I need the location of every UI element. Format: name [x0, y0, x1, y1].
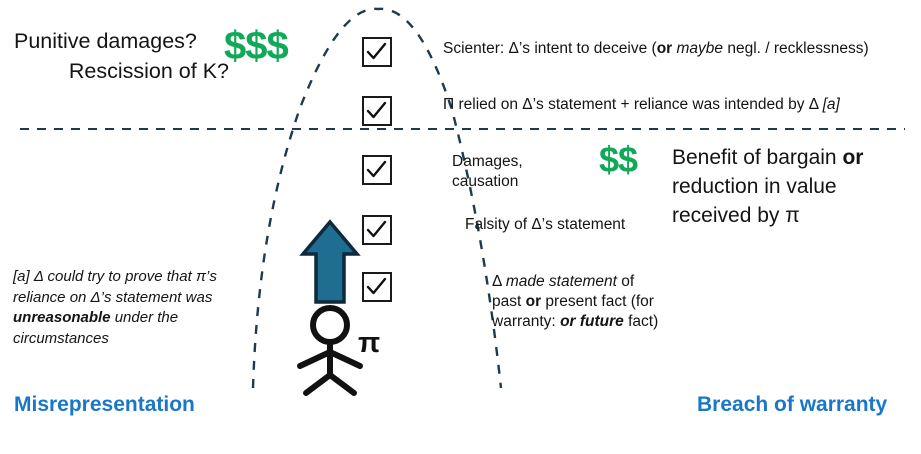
cause-label-misrepresentation: Misrepresentation	[14, 393, 195, 416]
heading-line-punitive-damages: Punitive damages?	[14, 29, 197, 53]
money-triple-label: $$$	[224, 24, 289, 68]
checkbox-scienter[interactable]	[362, 37, 392, 67]
check-icon	[366, 277, 387, 295]
footnote-a-text: [a] Δ could try to prove that π’s relian…	[13, 268, 217, 347]
cause-label-breach-of-warranty: Breach of warranty	[697, 393, 888, 416]
plaintiff-pi-label: π	[358, 327, 381, 359]
heading-line-rescission: Rescission of K?	[68, 59, 229, 83]
check-icon	[366, 220, 387, 238]
element-label-damages-causation: Damages, causation	[452, 153, 523, 190]
stick-figure-plaintiff	[297, 305, 363, 396]
element-label-reliance: Π relied on Δ’s statement + reliance was…	[443, 96, 840, 113]
element-label-statement: Δ made statement of past or present fact…	[492, 273, 659, 330]
money-double-label: $$	[599, 139, 638, 180]
checkbox-reliance[interactable]	[362, 96, 392, 126]
heading-block: Punitive damages? Rescission of K?	[14, 26, 229, 86]
check-icon	[366, 42, 387, 60]
check-icon	[366, 101, 387, 119]
upward-arrow	[299, 219, 361, 304]
checkbox-damages-causation[interactable]	[362, 155, 392, 185]
element-label-falsity: Falsity of Δ’s statement	[465, 216, 626, 233]
checkbox-falsity[interactable]	[362, 215, 392, 245]
benefit-of-bargain-text: Benefit of bargain or reduction in value…	[672, 146, 864, 227]
checkbox-statement[interactable]	[362, 272, 392, 302]
element-label-scienter: Scienter: Δ’s intent to deceive (or mayb…	[443, 40, 869, 57]
check-icon	[366, 160, 387, 178]
